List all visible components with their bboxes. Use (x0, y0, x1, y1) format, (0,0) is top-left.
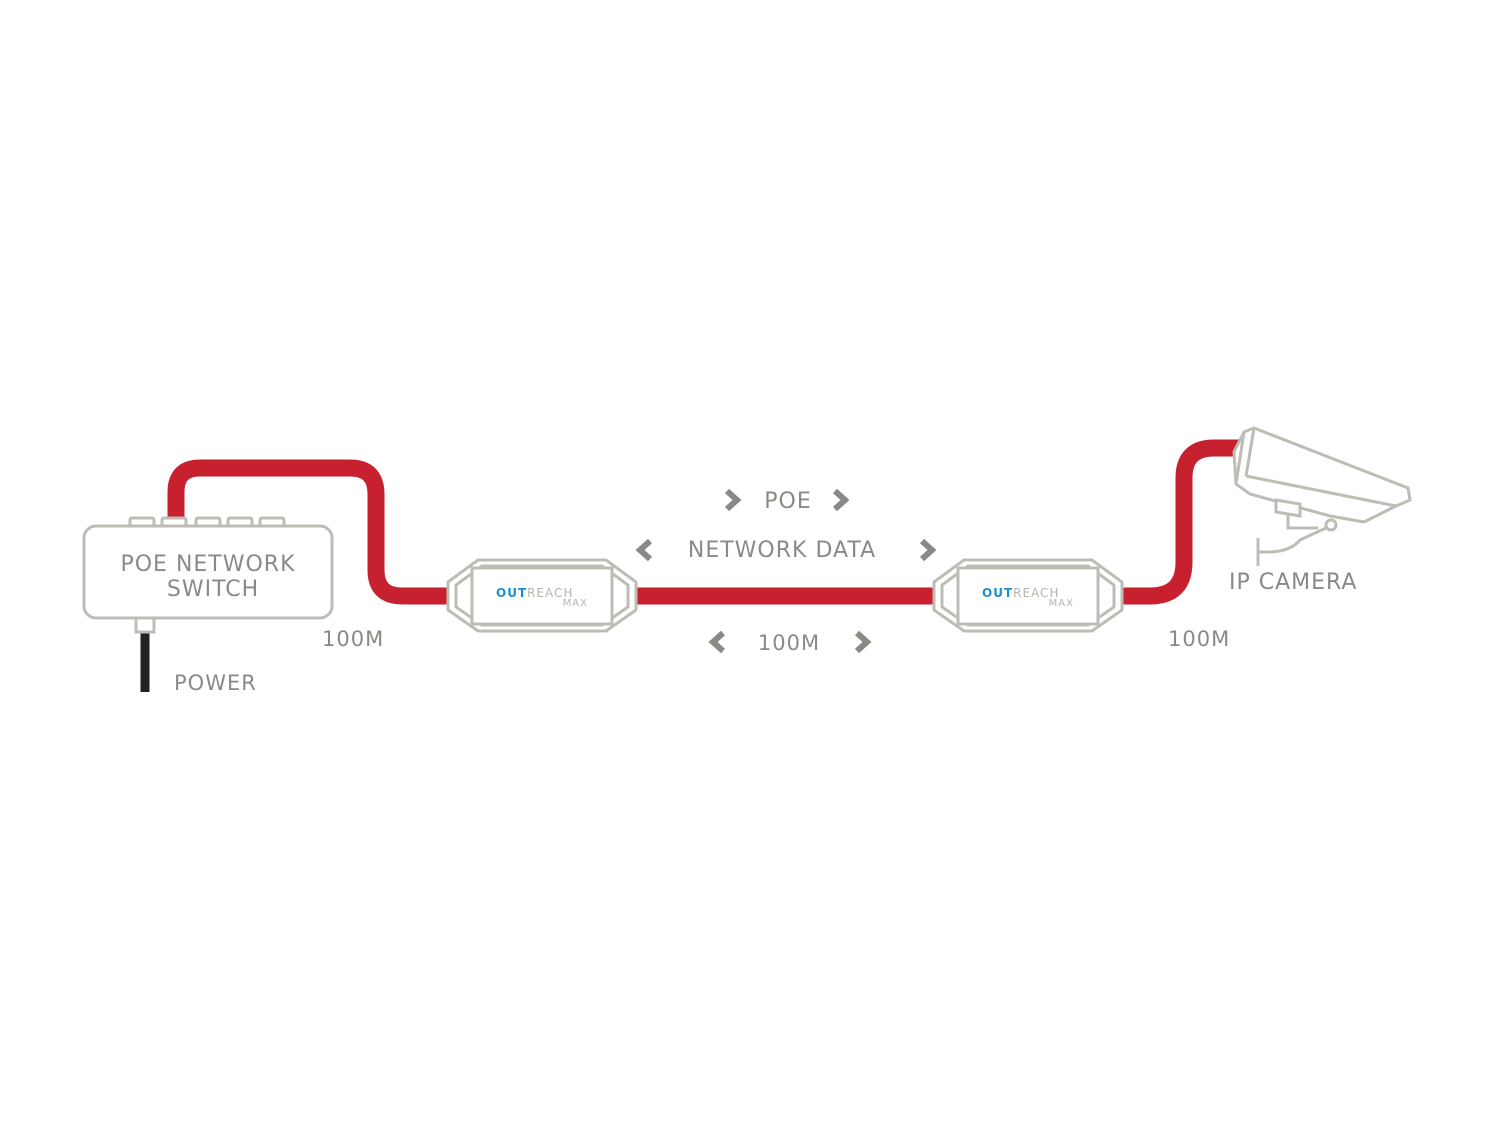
poe-right-arrow-icon (724, 488, 742, 512)
outreach-max-extender-icon (932, 558, 1124, 633)
extender-2-brand-reach: REACH (1013, 586, 1059, 600)
cable-segment-left (167, 459, 460, 605)
network-data-right-arrow-icon (919, 538, 937, 562)
network-data-label: NETWORK DATA (688, 538, 876, 563)
network-data-left-arrow-icon (635, 538, 653, 562)
power-label: POWER (174, 671, 257, 695)
extender-1-brand: OUTREACH (496, 586, 573, 600)
cable-segment-right (1100, 439, 1240, 605)
poe-label: POE (764, 489, 811, 514)
camera-label: IP CAMERA (1229, 570, 1358, 595)
extender-2-brand-max: MAX (1049, 598, 1074, 609)
outreach-max-extender-icon (446, 558, 638, 633)
switch-label-line2: SWITCH (167, 577, 259, 602)
extender-1-brand-max: MAX (563, 598, 588, 609)
poe-right-arrow-icon (832, 488, 850, 512)
ip-camera-icon (1232, 426, 1412, 566)
distance-left-label: 100M (322, 627, 384, 651)
network-switch-icon (82, 516, 334, 620)
switch-label-line1: POE NETWORK (120, 552, 295, 577)
distance-left-arrow-icon (708, 630, 726, 654)
distance-middle-label: 100M (758, 631, 820, 655)
extender-1-brand-out: OUT (496, 586, 527, 600)
distance-right-arrow-icon (854, 630, 872, 654)
extender-2-brand-out: OUT (982, 586, 1013, 600)
extender-1-brand-reach: REACH (527, 586, 573, 600)
extender-2-brand: OUTREACH (982, 586, 1059, 600)
distance-right-label: 100M (1168, 627, 1230, 651)
